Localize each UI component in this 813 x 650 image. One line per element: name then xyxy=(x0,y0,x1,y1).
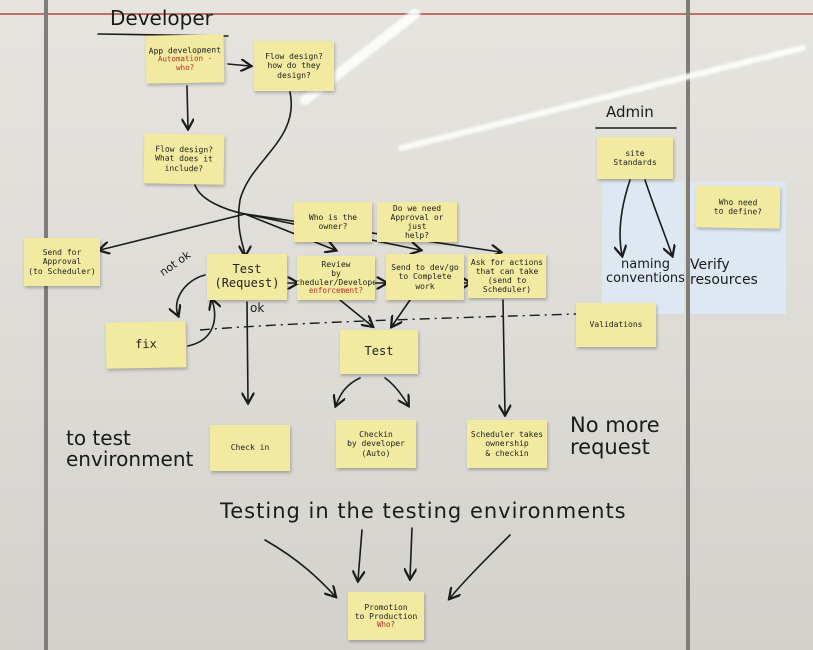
note-test-request: Test (Request) xyxy=(207,254,287,300)
note-ask-for-actions: Ask for actions that can take (send to S… xyxy=(468,254,546,298)
testing-environments-text: Testing in the testing environments xyxy=(220,499,627,523)
note-check-in: Check in xyxy=(210,425,290,471)
to-test-environment-text: to test environment xyxy=(66,426,194,471)
note-flow-design-how: Flow design? how do they design? xyxy=(254,41,334,91)
note-send-to-dev: Send to dev/go to Complete work xyxy=(386,254,464,300)
note-approval-or-help: Do we need Approval or just help? xyxy=(377,202,457,242)
note-scheduler-takes-ownership: Scheduler takes ownership & checkin xyxy=(467,420,547,468)
verify-resources-text: Verify resources xyxy=(690,257,758,288)
note-flow-design-what: Flow design? What does it include? xyxy=(143,133,225,185)
no-more-request-text: No more request xyxy=(570,413,660,460)
note-validations: Validations xyxy=(576,303,656,347)
frame-post-left xyxy=(44,0,48,650)
note-test: Test xyxy=(340,330,418,374)
note-promotion-to-production: Promotion to Production Who? xyxy=(348,592,424,640)
note-checkin-by-developer: Checkin by developer (Auto) xyxy=(336,420,416,468)
admin-heading: Admin xyxy=(606,103,654,121)
developer-heading: Developer xyxy=(110,6,213,30)
ok-label: ok xyxy=(250,301,265,315)
note-fix: fix xyxy=(105,321,187,369)
note-app-development: App development Automation - who? xyxy=(145,34,225,84)
note-who-need-define: Who need to define? xyxy=(695,185,781,229)
naming-conventions-text: naming conventions xyxy=(606,257,685,286)
frame-post-right xyxy=(686,0,690,650)
note-send-for-approval: Send for Approval (to Scheduler) xyxy=(24,238,100,286)
note-site-standards: site Standards xyxy=(597,137,673,179)
note-review: Review by Scheduler/Developer enforcemen… xyxy=(297,256,375,300)
note-who-is-owner: Who is the owner? xyxy=(294,202,372,242)
